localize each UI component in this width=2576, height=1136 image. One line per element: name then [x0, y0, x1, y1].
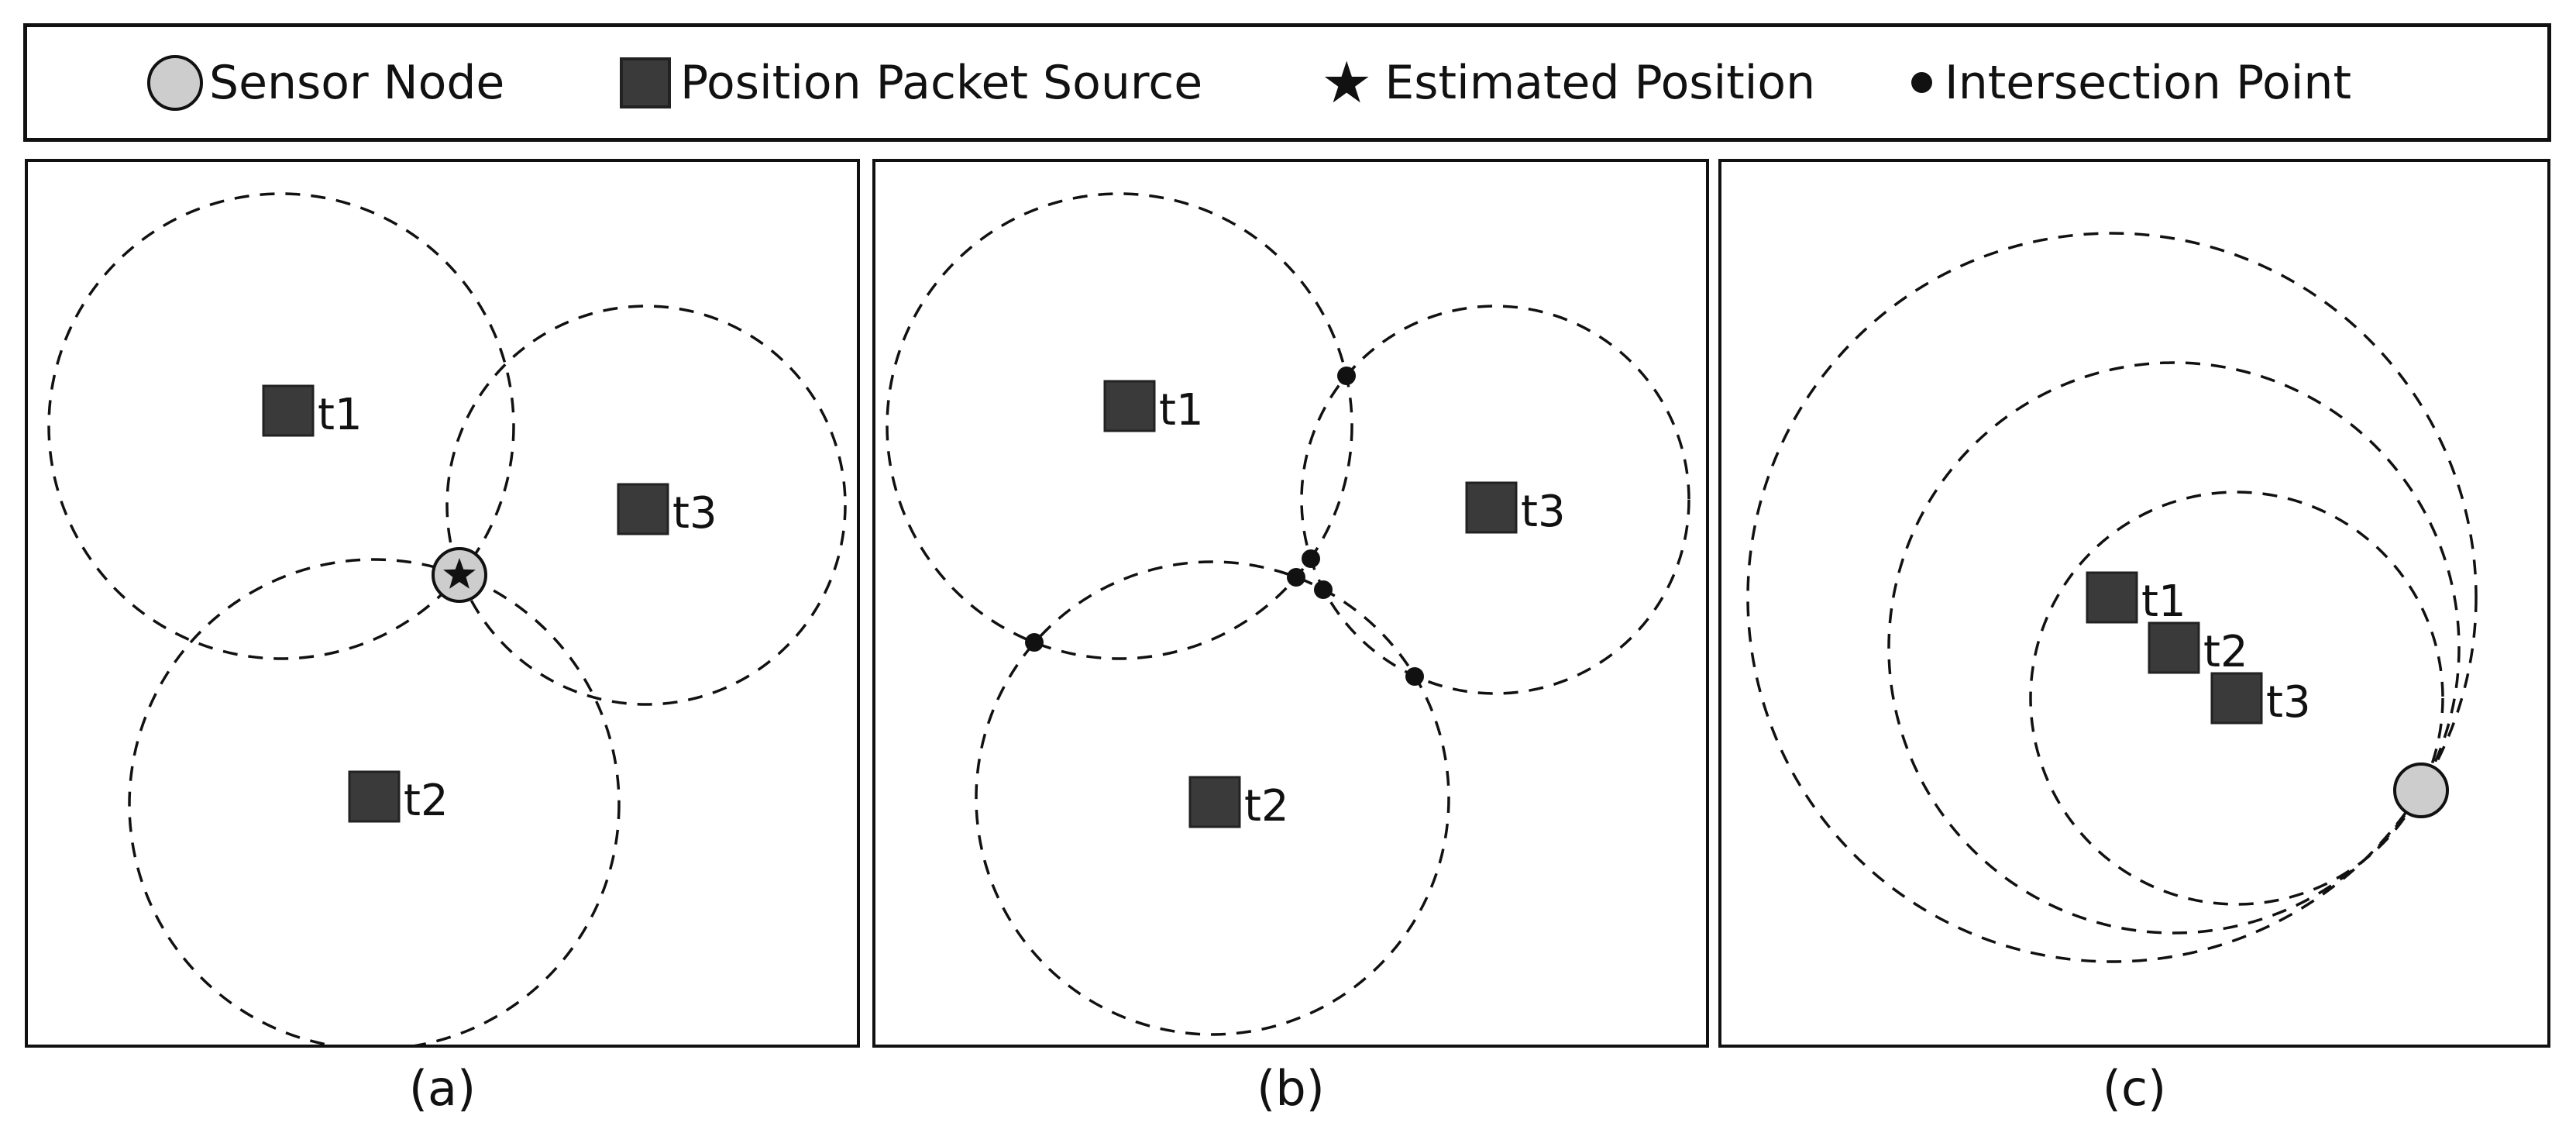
- source-label-t2: t2: [404, 776, 449, 826]
- intersection-dot: [1337, 367, 1356, 385]
- sensor-node-icon: [147, 54, 203, 111]
- legend-item-intersection-point: Intersection Point: [1911, 27, 2351, 138]
- legend-label-intersection-point: Intersection Point: [1945, 55, 2351, 110]
- source-square-t3: [617, 483, 669, 535]
- source-square-t3: [2210, 672, 2263, 725]
- panel-caption-b: (b): [1257, 1060, 1325, 1117]
- panel-c-canvas: t1 t2 t3: [1746, 232, 2478, 963]
- source-square-t1: [1103, 380, 1156, 432]
- range-circle-t3: [2029, 491, 2444, 906]
- panel-b: t1 t2 t3: [872, 159, 1709, 1048]
- source-label-t3: t3: [2266, 677, 2311, 728]
- range-circle-t1: [1746, 232, 2478, 963]
- source-label-t3: t3: [1521, 487, 1566, 537]
- intersection-dot: [1405, 667, 1424, 686]
- range-circle-t1: [886, 192, 1353, 660]
- intersection-dot: [1302, 549, 1320, 568]
- panel-a-canvas: t1 t2 t3: [47, 192, 847, 1048]
- range-circle-t3: [1300, 305, 1690, 695]
- intersection-dot: [1314, 580, 1333, 599]
- source-square-t2: [348, 770, 401, 823]
- range-circle-t2: [975, 560, 1450, 1036]
- intersection-dot: [1287, 568, 1305, 587]
- legend-item-position-packet-source: Position Packet Source: [620, 27, 1202, 138]
- panel-c: t1 t2 t3: [1718, 159, 2550, 1048]
- intersection-point-icon: [1911, 72, 1932, 93]
- source-square-t3: [1465, 481, 1518, 534]
- panel-caption-a: (a): [408, 1060, 476, 1117]
- source-label-t1: t1: [318, 390, 363, 440]
- legend-label-sensor-node: Sensor Node: [209, 55, 505, 110]
- intersection-dot: [1025, 633, 1044, 652]
- estimated-position-star: [443, 558, 476, 589]
- legend-item-estimated-position: ★ Estimated Position: [1321, 27, 1815, 138]
- source-label-t2: t2: [1244, 781, 1289, 831]
- sensor-node: [2393, 762, 2449, 818]
- panel-a: t1 t2 t3: [25, 159, 860, 1048]
- legend-label-position-packet-source: Position Packet Source: [680, 55, 1203, 110]
- range-circle-t3: [445, 305, 847, 706]
- estimated-position-star-icon: ★: [1321, 49, 1373, 116]
- panel-b-canvas: t1 t2 t3: [886, 192, 1690, 1036]
- source-label-t1: t1: [1159, 385, 1204, 435]
- source-label-t1: t1: [2141, 577, 2186, 627]
- source-square-t1: [2086, 571, 2138, 624]
- source-label-t3: t3: [672, 488, 717, 539]
- source-square-t2: [1188, 776, 1241, 828]
- range-circle-t1: [47, 192, 515, 660]
- legend-item-sensor-node: Sensor Node: [147, 27, 504, 138]
- position-packet-source-icon: [620, 57, 671, 108]
- panel-caption-c: (c): [2102, 1060, 2167, 1117]
- range-circle-t2: [1887, 361, 2461, 935]
- source-label-t2: t2: [2203, 627, 2248, 677]
- legend: Sensor Node Position Packet Source ★ Est…: [23, 23, 2551, 142]
- legend-label-estimated-position: Estimated Position: [1384, 55, 1816, 110]
- source-square-t2: [2148, 621, 2200, 674]
- source-square-t1: [262, 384, 315, 437]
- range-circle-t2: [128, 558, 621, 1048]
